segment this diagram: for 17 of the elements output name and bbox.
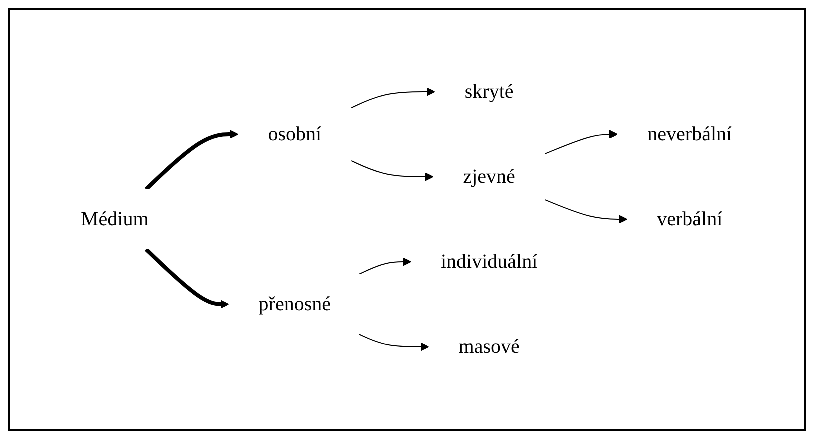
arrow — [359, 334, 430, 352]
node-text: Médium — [81, 208, 150, 230]
node-text: skryté — [465, 81, 514, 103]
arrow — [545, 130, 619, 154]
node-text: masové — [459, 336, 520, 358]
arrow — [352, 88, 436, 109]
arrow — [145, 130, 240, 191]
node-text: zjevné — [464, 166, 516, 188]
node-text: přenosné — [259, 294, 332, 316]
node-text: osobní — [268, 124, 322, 146]
arrow — [352, 160, 434, 182]
node-text: neverbální — [648, 124, 733, 146]
arrow — [145, 248, 230, 309]
arrow — [545, 200, 628, 224]
node-text: individuální — [441, 251, 538, 273]
node-text: verbální — [658, 208, 724, 230]
arrow — [359, 258, 412, 275]
